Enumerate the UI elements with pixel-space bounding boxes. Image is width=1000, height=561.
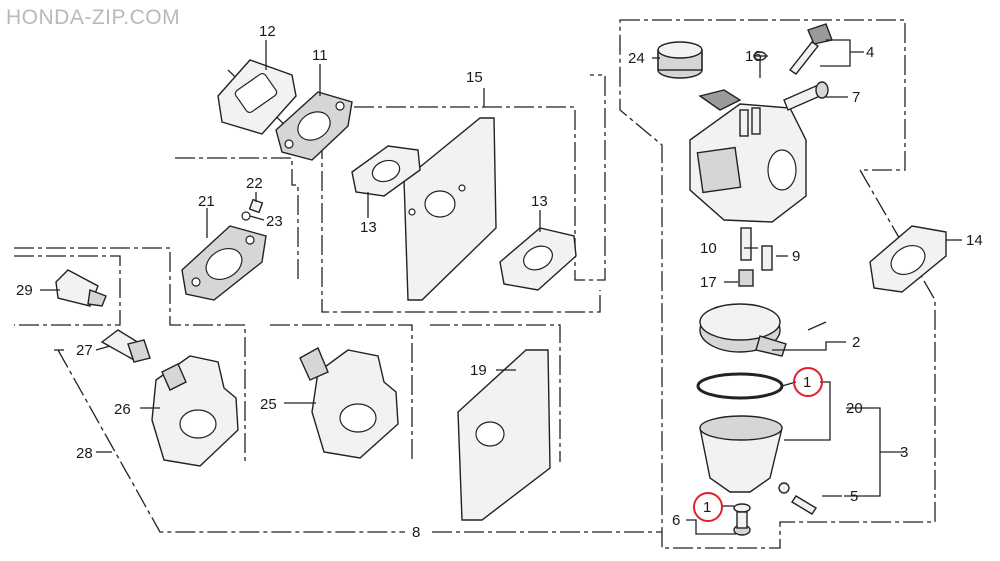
callout-9: 9 [792, 248, 800, 265]
plate-19 [457, 349, 551, 521]
callout-26: 26 [114, 401, 131, 418]
callout-12: 12 [259, 23, 276, 40]
callout-23: 23 [266, 213, 283, 230]
float-2 [699, 303, 827, 357]
callout-8: 8 [412, 524, 420, 541]
callout-1-upper: 1 [803, 374, 811, 391]
bolt-27 [100, 329, 151, 363]
gasket-12 [217, 59, 297, 135]
carburetor-body [689, 89, 807, 223]
float-bowl-20 [699, 415, 783, 493]
leader-lines [40, 39, 962, 535]
gasket-14 [869, 225, 947, 293]
clip-23 [241, 211, 251, 221]
callout-19: 19 [470, 362, 487, 379]
body-26 [151, 355, 239, 467]
callout-25: 25 [260, 396, 277, 413]
callout-14: 14 [966, 232, 983, 249]
callout-6: 6 [672, 512, 680, 529]
callout-2: 2 [852, 334, 860, 351]
jet-17 [738, 269, 754, 287]
callout-29: 29 [16, 282, 33, 299]
screw-4 [788, 23, 833, 75]
screw-7 [783, 81, 829, 111]
callout-11: 11 [312, 47, 328, 64]
jet-9 [761, 245, 773, 271]
callout-1-lower: 1 [703, 499, 711, 516]
body-25 [299, 347, 399, 459]
callout-17: 17 [700, 274, 717, 291]
plate-15 [403, 117, 497, 301]
callouts: 12 11 15 13 13 21 22 23 29 27 26 28 25 1… [16, 23, 983, 541]
callout-15: 15 [466, 69, 483, 86]
callout-21: 21 [198, 193, 215, 210]
sensor-29 [55, 269, 107, 307]
callout-10: 10 [700, 240, 717, 257]
jet-10 [740, 227, 752, 261]
gasket-13-left [351, 145, 421, 197]
gasket-13-right [499, 227, 577, 291]
callout-16: 16 [745, 48, 762, 65]
o-ring-1 [696, 372, 784, 400]
bolt-6 [733, 503, 751, 536]
callout-13-right: 13 [531, 193, 548, 210]
cap-24 [657, 41, 703, 79]
callout-5: 5 [850, 488, 858, 505]
callout-3: 3 [900, 444, 908, 461]
callout-13-left: 13 [360, 219, 377, 236]
callout-20: 20 [846, 400, 863, 417]
callout-28: 28 [76, 445, 93, 462]
highlight-circle-1-lower [693, 492, 723, 522]
callout-4: 4 [866, 44, 874, 61]
pin-22 [248, 198, 264, 214]
insulator-11 [275, 91, 353, 161]
callout-24: 24 [628, 50, 645, 67]
screw-5 [778, 482, 817, 515]
watermark: HONDA-ZIP.COM [6, 6, 180, 29]
callout-27: 27 [76, 342, 93, 359]
callout-7: 7 [852, 89, 860, 106]
callout-22: 22 [246, 175, 263, 192]
highlight-circle-1-upper [793, 367, 823, 397]
insulator-21 [181, 225, 267, 301]
